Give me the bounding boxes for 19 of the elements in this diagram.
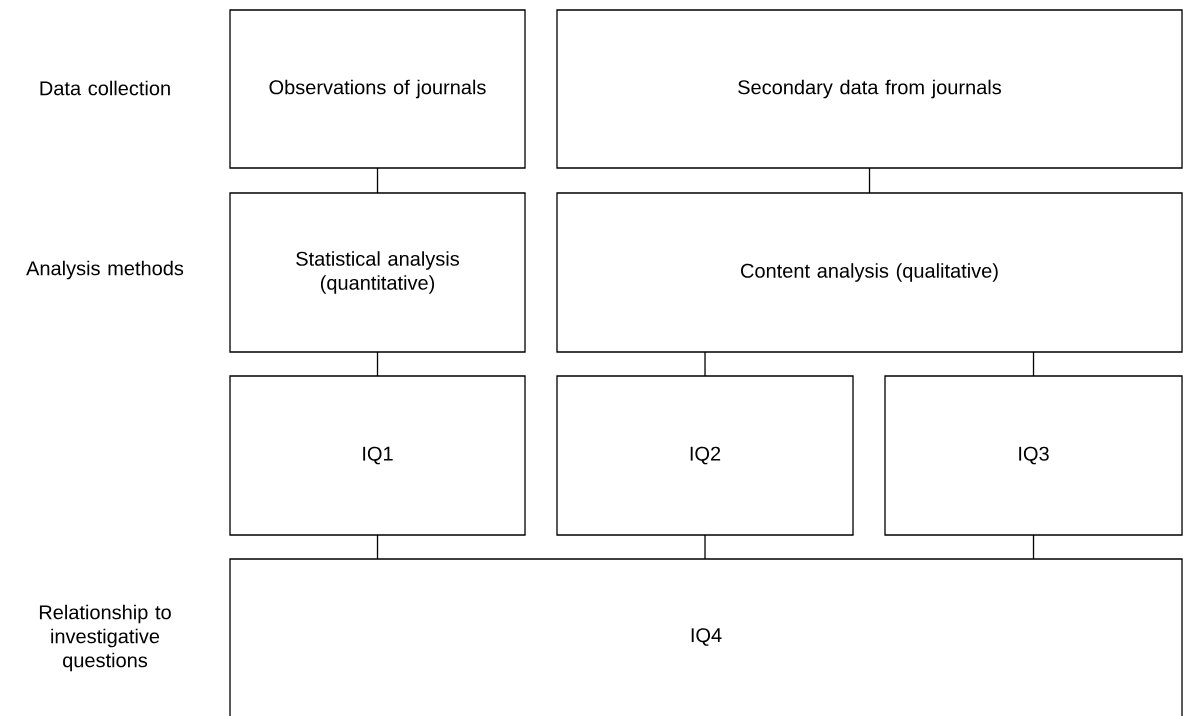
connector-line: [868, 167, 871, 194]
row-label: Relationship to investigative questions: [39, 604, 171, 672]
process-box: Statistical analysis (quantitative): [229, 192, 526, 353]
process-box: IQ1: [229, 375, 526, 536]
connector-line: [376, 167, 379, 194]
row-label: Data collection: [40, 80, 170, 96]
connector-line: [704, 351, 706, 377]
process-box: IQ3: [884, 375, 1183, 536]
process-box: Content analysis (qualitative): [556, 192, 1183, 353]
connector-line: [376, 534, 379, 560]
process-box: IQ4: [229, 558, 1183, 716]
connector-line: [704, 534, 706, 560]
connector-line: [1032, 351, 1035, 377]
process-box: Secondary data from journals: [556, 9, 1183, 169]
connector-line: [1032, 534, 1035, 560]
row-label: Analysis methods: [26, 260, 184, 280]
process-box: Observations of journals: [229, 9, 526, 169]
process-box: IQ2: [556, 375, 854, 536]
connector-line: [376, 351, 379, 377]
